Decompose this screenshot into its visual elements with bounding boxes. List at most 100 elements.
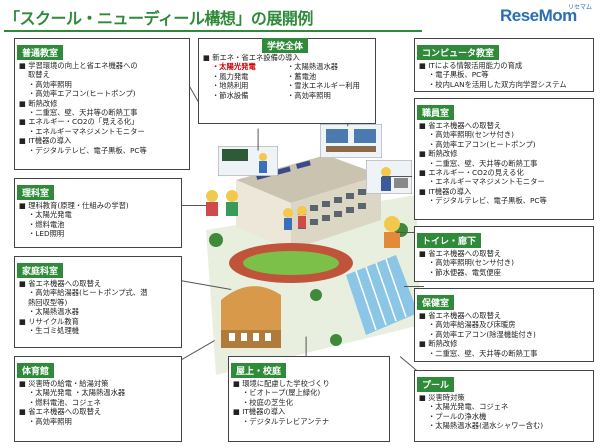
box-line: ・高効率照明	[28, 416, 72, 426]
box-line: ・エネルギーマネジメントモニター	[428, 177, 545, 187]
pool	[346, 255, 418, 335]
box-line: ■ IT機器の導入	[233, 407, 286, 417]
school-illustration	[206, 155, 421, 375]
box-line-highlight: ・太陽光発電	[212, 62, 256, 72]
box-katei-ka-shitsu: 家庭科室 ■ 省エネ機器への取替え ・高効率給湯器(ヒートポンプ式、潜 熱回収型…	[14, 256, 182, 348]
box-heading: 理科室	[17, 185, 55, 200]
box-line: ・高効率エアコン(ヒートポンプ)	[428, 139, 536, 149]
school-building	[236, 155, 381, 250]
box-line: ・デジタルテレビ、電子黒板、PC等	[428, 196, 547, 206]
toilet-scene	[384, 216, 400, 248]
connector-shokuin	[382, 176, 412, 178]
box-line: ・校内LANを活用した双方向学習システム	[428, 79, 567, 89]
box-line: ■ 省エネ機器への取替え	[419, 121, 502, 130]
children-figures	[283, 206, 307, 230]
box-line: ・デジタルテレビ、電子黒板、PC等	[28, 145, 147, 155]
box-line: ・エネルギーマネジメントモニター	[28, 126, 145, 136]
box-line: ・高効率給湯器及び床暖房	[428, 320, 516, 330]
box-gakko-zentai: 学校全体 ■ 新エネ・省エネ設備の導入 ・太陽光発電 ・風力発電 ・地熱利用 ・…	[198, 38, 376, 124]
box-line: ■ 環境に配慮した学校づくり	[233, 379, 330, 388]
box-line: ・校庭の芝生化	[242, 397, 294, 407]
box-heading: 保健室	[417, 295, 455, 310]
box-line: ・高効率エアコン(ヒートポンプ)	[28, 89, 136, 99]
box-line: ■ 災害時の給電・給湯対策	[19, 379, 109, 388]
box-line: ■ 省エネ機器への取替え	[19, 279, 102, 288]
box-line: ・プールの浄水機	[428, 411, 487, 421]
box-futsu-kyoshitsu: 普通教室 ■ 学習環境の向上と省エネ機器への 取替え ・高効率照明 ・高効率エア…	[14, 38, 190, 170]
box-line: ■ 理科教育(原理・仕組みの学習)	[19, 201, 129, 210]
box-line: ・雪氷エネルギー利用	[287, 81, 360, 91]
box-line: ■ 断熱改修	[419, 339, 458, 349]
box-line: ・高効率照明	[28, 79, 72, 89]
gym-building	[221, 286, 281, 348]
classroom-scene	[218, 146, 278, 176]
box-line: ・太陽熱温水器	[28, 307, 80, 317]
box-line: ■ リサイクル教育	[19, 316, 79, 326]
box-line: ・高効率照明(センサ付き)	[428, 130, 514, 140]
box-line: ・太陽光発電 ・太陽熱温水器	[28, 388, 126, 398]
box-line: ・電子黒板、PC等	[428, 70, 489, 80]
resemom-logo: ReseMom リセマム	[500, 4, 594, 32]
box-line: ・生ゴミ処理機	[28, 326, 80, 336]
box-heading: コンピュータ教室	[417, 45, 500, 60]
box-line: ■ エネルギー・CO2の「見える化」	[19, 117, 139, 127]
box-pool: プール ■ 災害時対策 ・太陽光発電、コジェネ ・プールの浄水機 ・太陽熱温水器…	[414, 370, 594, 442]
box-line: ・太陽熱温水器(温水シャワー含む)	[428, 421, 544, 431]
box-heading: トイレ・廊下	[417, 233, 482, 248]
box-computer-kyoshitsu: コンピュータ教室 ■ ITによる情報活用能力の育成 ・電子黒板、PC等 ・校内L…	[414, 38, 594, 92]
connector-toilet	[396, 232, 420, 234]
box-toilet-roka: トイレ・廊下 ■ 省エネ機器への取替え ・高効率照明(センサ付き) ・節水便器、…	[414, 226, 594, 282]
box-line: ・高効率エアコン(除湿機能付き)	[428, 329, 536, 339]
box-line: ・風力発電	[212, 71, 249, 81]
box-rika-shitsu: 理科室 ■ 理科教育(原理・仕組みの学習) ・太陽光発電 ・燃料電池 ・LED照…	[14, 178, 182, 248]
box-line: ・LED照明	[28, 229, 65, 239]
box-line: ・高効率照明(センサ付き)	[428, 258, 514, 268]
box-taiikukan: 体育館 ■ 災害時の給電・給湯対策 ・太陽光発電 ・太陽熱温水器 ・燃料電池、コ…	[14, 356, 182, 442]
box-heading: 学校全体	[261, 38, 309, 53]
box-hoken-shitsu: 保健室 ■ 省エネ機器への取替え ・高効率給湯器及び床暖房 ・高効率エアコン(除…	[414, 288, 594, 362]
box-heading: 職員室	[417, 105, 455, 120]
box-heading: 屋上・校庭	[231, 363, 287, 378]
box-line: ・デジタルテレビアンテナ	[242, 416, 330, 426]
box-line: ・二重窓、壁、天井等の断熱工事	[28, 108, 138, 118]
computer-room-scene	[320, 124, 382, 158]
connector-rika	[180, 205, 206, 207]
box-line: ■ IT機器の導入	[419, 186, 472, 196]
box-line: ■ 省エネ機器への取替え	[419, 249, 502, 258]
box-line: ・節水便器、電気便座	[428, 267, 501, 277]
box-line: ・高効率照明	[287, 90, 331, 100]
box-line: ・燃料電池、コジェネ	[28, 397, 101, 407]
box-line: ・地熱利用	[212, 81, 249, 91]
box-line: ■ 新エネ・省エネ設備の導入	[203, 53, 300, 62]
box-heading: プール	[417, 377, 455, 392]
box-line: ・燃料電池	[28, 219, 65, 229]
box-line: ・二重窓、壁、天井等の断熱工事	[428, 348, 538, 358]
box-line: ・蓄電池	[287, 71, 317, 81]
box-line: ・節水設備	[212, 90, 249, 100]
box-line: ■ 学習環境の向上と省エネ機器への	[19, 61, 138, 70]
box-line: ・太陽光発電、コジェネ	[428, 402, 509, 412]
box-line: ・高効率給湯器(ヒートポンプ式、潜	[28, 288, 148, 298]
box-line: 熱回収型等)	[28, 297, 68, 307]
box-okujo-kotei: 屋上・校庭 ■ 環境に配慮した学校づくり ・ビオトープ(屋上緑化) ・校庭の芝生…	[228, 356, 390, 442]
box-line: ■ 省エネ機器への取替え	[419, 311, 502, 320]
logo-sub: リセマム	[567, 4, 592, 11]
box-line: ■ IT機器の導入	[19, 136, 72, 146]
title-underline	[4, 30, 422, 32]
box-heading: 普通教室	[17, 45, 64, 60]
box-heading: 家庭科室	[17, 263, 64, 278]
box-line: ・二重窓、壁、天井等の断熱工事	[428, 158, 538, 168]
box-heading: 体育館	[17, 363, 55, 378]
box-shokuin-shitsu: 職員室 ■ 省エネ機器への取替え ・高効率照明(センサ付き) ・高効率エアコン(…	[414, 98, 594, 220]
box-line: ・太陽光発電	[28, 210, 72, 220]
box-line: 取替え	[28, 70, 50, 80]
box-line: ■ ITによる情報活用能力の育成	[419, 61, 523, 70]
box-line: ■ 省エネ機器への取替え	[19, 407, 102, 417]
page-title: 「スクール・ニューディール構想」の展開例	[4, 9, 313, 28]
box-line: ・ビオトープ(屋上緑化)	[242, 388, 321, 398]
logo-brand: ReseMom	[500, 6, 577, 25]
connector-gakko	[257, 128, 259, 151]
science-room-scene	[206, 190, 238, 216]
box-line: ■ エネルギー・CO2の見える化	[419, 168, 524, 178]
box-line: ■ 災害時対策	[419, 393, 465, 402]
